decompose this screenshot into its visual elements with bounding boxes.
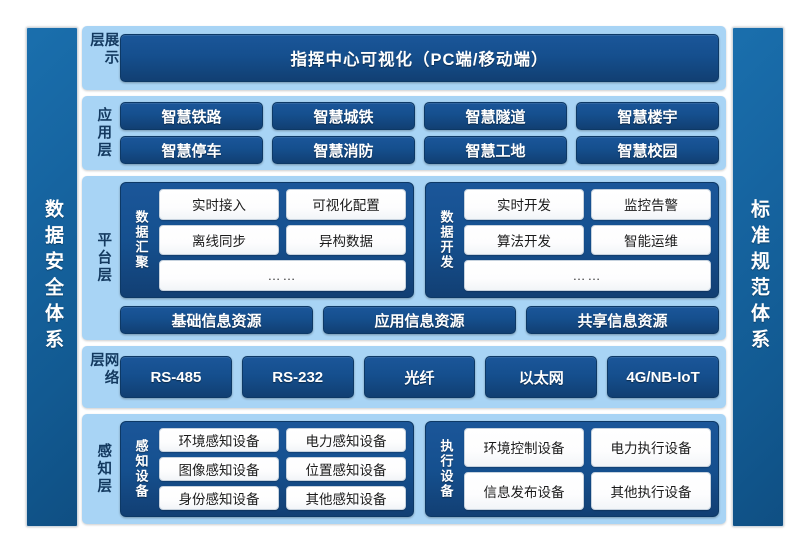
dev-item-intelligent-ops[interactable]: 智能运维 [591,224,711,256]
dev-item-algorithm-development[interactable]: 算法开发 [464,224,584,256]
net-item-ethernet[interactable]: 以太网 [485,356,598,398]
sense-item-identity[interactable]: 身份感知设备 [159,486,279,510]
network-grid: RS-485 RS-232 光纤 以太网 4G/NB-IoT [120,356,719,398]
exec-item-info-publishing[interactable]: 信息发布设备 [464,471,584,510]
pillar-right-label: 标准规范体系 [747,199,769,355]
dev-item-more[interactable]: …… [464,260,711,291]
sense-item-image[interactable]: 图像感知设备 [159,457,279,481]
layer-presentation: 展示层 指挥中心可视化（PC端/移动端） [82,26,726,90]
app-item-smart-construction-site[interactable]: 智慧工地 [424,136,567,164]
dev-item-realtime-development[interactable]: 实时开发 [464,189,584,220]
platform-panels: 数据汇聚 实时接入 可视化配置 离线同步 异构数据 …… 数据开发 实时开发 监… [120,182,719,298]
layer-presentation-label: 展示层 [88,32,119,67]
pillar-left-label: 数据安全体系 [41,199,63,355]
application-grid: 智慧铁路 智慧城铁 智慧隧道 智慧楼宇 智慧停车 智慧消防 智慧工地 智慧校园 [120,102,719,164]
net-item-4g-nbiot[interactable]: 4G/NB-IoT [607,356,719,398]
presentation-banner[interactable]: 指挥中心可视化（PC端/移动端） [120,34,719,82]
panel-data-development-label: 数据开发 [438,210,454,270]
exec-item-environment-control[interactable]: 环境控制设备 [464,428,584,467]
panel-data-development: 数据开发 实时开发 监控告警 算法开发 智能运维 …… [425,182,719,298]
panel-execution-devices-grid: 环境控制设备 电力执行设备 信息发布设备 其他执行设备 [464,428,711,510]
layer-sensing-body: 感知设备 环境感知设备 电力感知设备 图像感知设备 位置感知设备 身份感知设备 … [120,420,719,518]
panel-sensing-devices-label: 感知设备 [133,439,149,499]
platform-resource-row: 基础信息资源 应用信息资源 共享信息资源 [120,306,719,334]
resource-basic-info[interactable]: 基础信息资源 [120,306,313,334]
layer-application-body: 智慧铁路 智慧城铁 智慧隧道 智慧楼宇 智慧停车 智慧消防 智慧工地 智慧校园 [120,102,719,164]
app-item-smart-parking[interactable]: 智慧停车 [120,136,263,164]
dev-more-label: …… [572,268,603,284]
app-item-smart-firefighting[interactable]: 智慧消防 [272,136,415,164]
resource-shared-info[interactable]: 共享信息资源 [526,306,719,334]
panel-execution-devices: 执行设备 环境控制设备 电力执行设备 信息发布设备 其他执行设备 [425,421,719,517]
net-item-rs485[interactable]: RS-485 [120,356,232,398]
agg-more-label: …… [267,268,298,284]
layer-application-label: 应用层 [95,106,112,160]
panel-sensing-devices-grid: 环境感知设备 电力感知设备 图像感知设备 位置感知设备 身份感知设备 其他感知设… [159,428,406,510]
agg-item-heterogeneous-data[interactable]: 异构数据 [286,224,406,256]
sense-item-environment[interactable]: 环境感知设备 [159,428,279,452]
app-item-smart-tunnel[interactable]: 智慧隧道 [424,102,567,130]
layer-application: 应用层 智慧铁路 智慧城铁 智慧隧道 智慧楼宇 智慧停车 智慧消防 智慧工地 智… [82,96,726,170]
layer-platform-label: 平台层 [95,231,112,285]
layer-presentation-body: 指挥中心可视化（PC端/移动端） [120,32,719,84]
panel-data-aggregation: 数据汇聚 实时接入 可视化配置 离线同步 异构数据 …… [120,182,414,298]
agg-item-realtime-ingest[interactable]: 实时接入 [159,189,279,220]
net-item-optical-fiber[interactable]: 光纤 [363,356,476,398]
sense-item-other[interactable]: 其他感知设备 [286,486,406,510]
app-item-smart-campus[interactable]: 智慧校园 [576,136,719,164]
agg-item-visual-config[interactable]: 可视化配置 [286,189,406,220]
panel-execution-devices-label: 执行设备 [438,439,454,499]
net-item-rs232[interactable]: RS-232 [241,356,354,398]
app-item-smart-railway[interactable]: 智慧铁路 [120,102,263,130]
pillar-data-security: 数据安全体系 [26,27,78,527]
layer-sensing-label: 感知层 [95,442,112,496]
resource-application-info[interactable]: 应用信息资源 [323,306,516,334]
layer-sensing: 感知层 感知设备 环境感知设备 电力感知设备 图像感知设备 位置感知设备 身份感… [82,414,726,524]
app-item-smart-building[interactable]: 智慧楼宇 [576,102,719,130]
panel-data-aggregation-grid: 实时接入 可视化配置 离线同步 异构数据 …… [159,189,406,291]
panel-sensing-devices: 感知设备 环境感知设备 电力感知设备 图像感知设备 位置感知设备 身份感知设备 … [120,421,414,517]
exec-item-other-execution[interactable]: 其他执行设备 [591,471,711,510]
layer-network: 网络层 RS-485 RS-232 光纤 以太网 4G/NB-IoT [82,346,726,408]
exec-item-power-execution[interactable]: 电力执行设备 [591,428,711,467]
layer-network-body: RS-485 RS-232 光纤 以太网 4G/NB-IoT [120,352,719,402]
sensing-panels: 感知设备 环境感知设备 电力感知设备 图像感知设备 位置感知设备 身份感知设备 … [120,421,719,517]
sense-item-location[interactable]: 位置感知设备 [286,457,406,481]
panel-data-development-grid: 实时开发 监控告警 算法开发 智能运维 …… [464,189,711,291]
agg-item-offline-sync[interactable]: 离线同步 [159,224,279,256]
panel-data-aggregation-label: 数据汇聚 [133,210,149,270]
layer-platform-body: 数据汇聚 实时接入 可视化配置 离线同步 异构数据 …… 数据开发 实时开发 监… [120,182,719,334]
pillar-standard-specification: 标准规范体系 [732,27,784,527]
layer-platform: 平台层 数据汇聚 实时接入 可视化配置 离线同步 异构数据 …… 数据开发 [82,176,726,340]
dev-item-monitoring-alarm[interactable]: 监控告警 [591,189,711,220]
app-item-smart-city-rail[interactable]: 智慧城铁 [272,102,415,130]
sense-item-power[interactable]: 电力感知设备 [286,428,406,452]
layer-network-label: 网络层 [88,352,119,387]
agg-item-more[interactable]: …… [159,260,406,291]
